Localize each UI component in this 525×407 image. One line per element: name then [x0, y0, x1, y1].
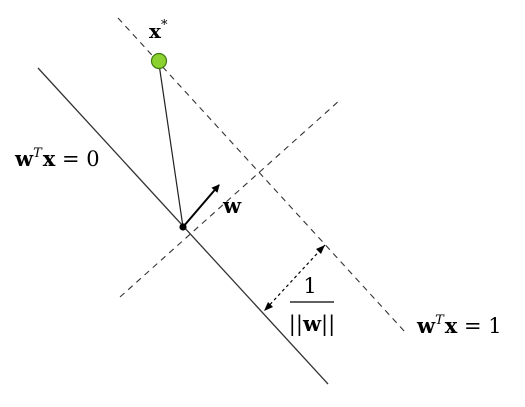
margin-arrow: [263, 244, 326, 312]
foot-point: [179, 223, 187, 231]
margin-arrowhead-top: [316, 245, 325, 254]
w-vector-arrow: [182, 184, 220, 228]
normal-dashed-line: [119, 99, 341, 298]
projection-line: [158, 63, 184, 228]
label-x-star: x*: [149, 18, 168, 43]
label-hyperplane-zero: wTx = 0: [14, 146, 100, 171]
label-hyperplane-one: wTx = 1: [416, 313, 502, 338]
hyperplane-one-line: [117, 17, 406, 333]
margin-denominator: ||w||: [289, 311, 335, 337]
point-x-star: [150, 52, 168, 70]
margin-numerator: 1: [303, 274, 316, 298]
label-w: w: [222, 193, 242, 218]
margin-arrowhead-bottom: [264, 302, 273, 311]
